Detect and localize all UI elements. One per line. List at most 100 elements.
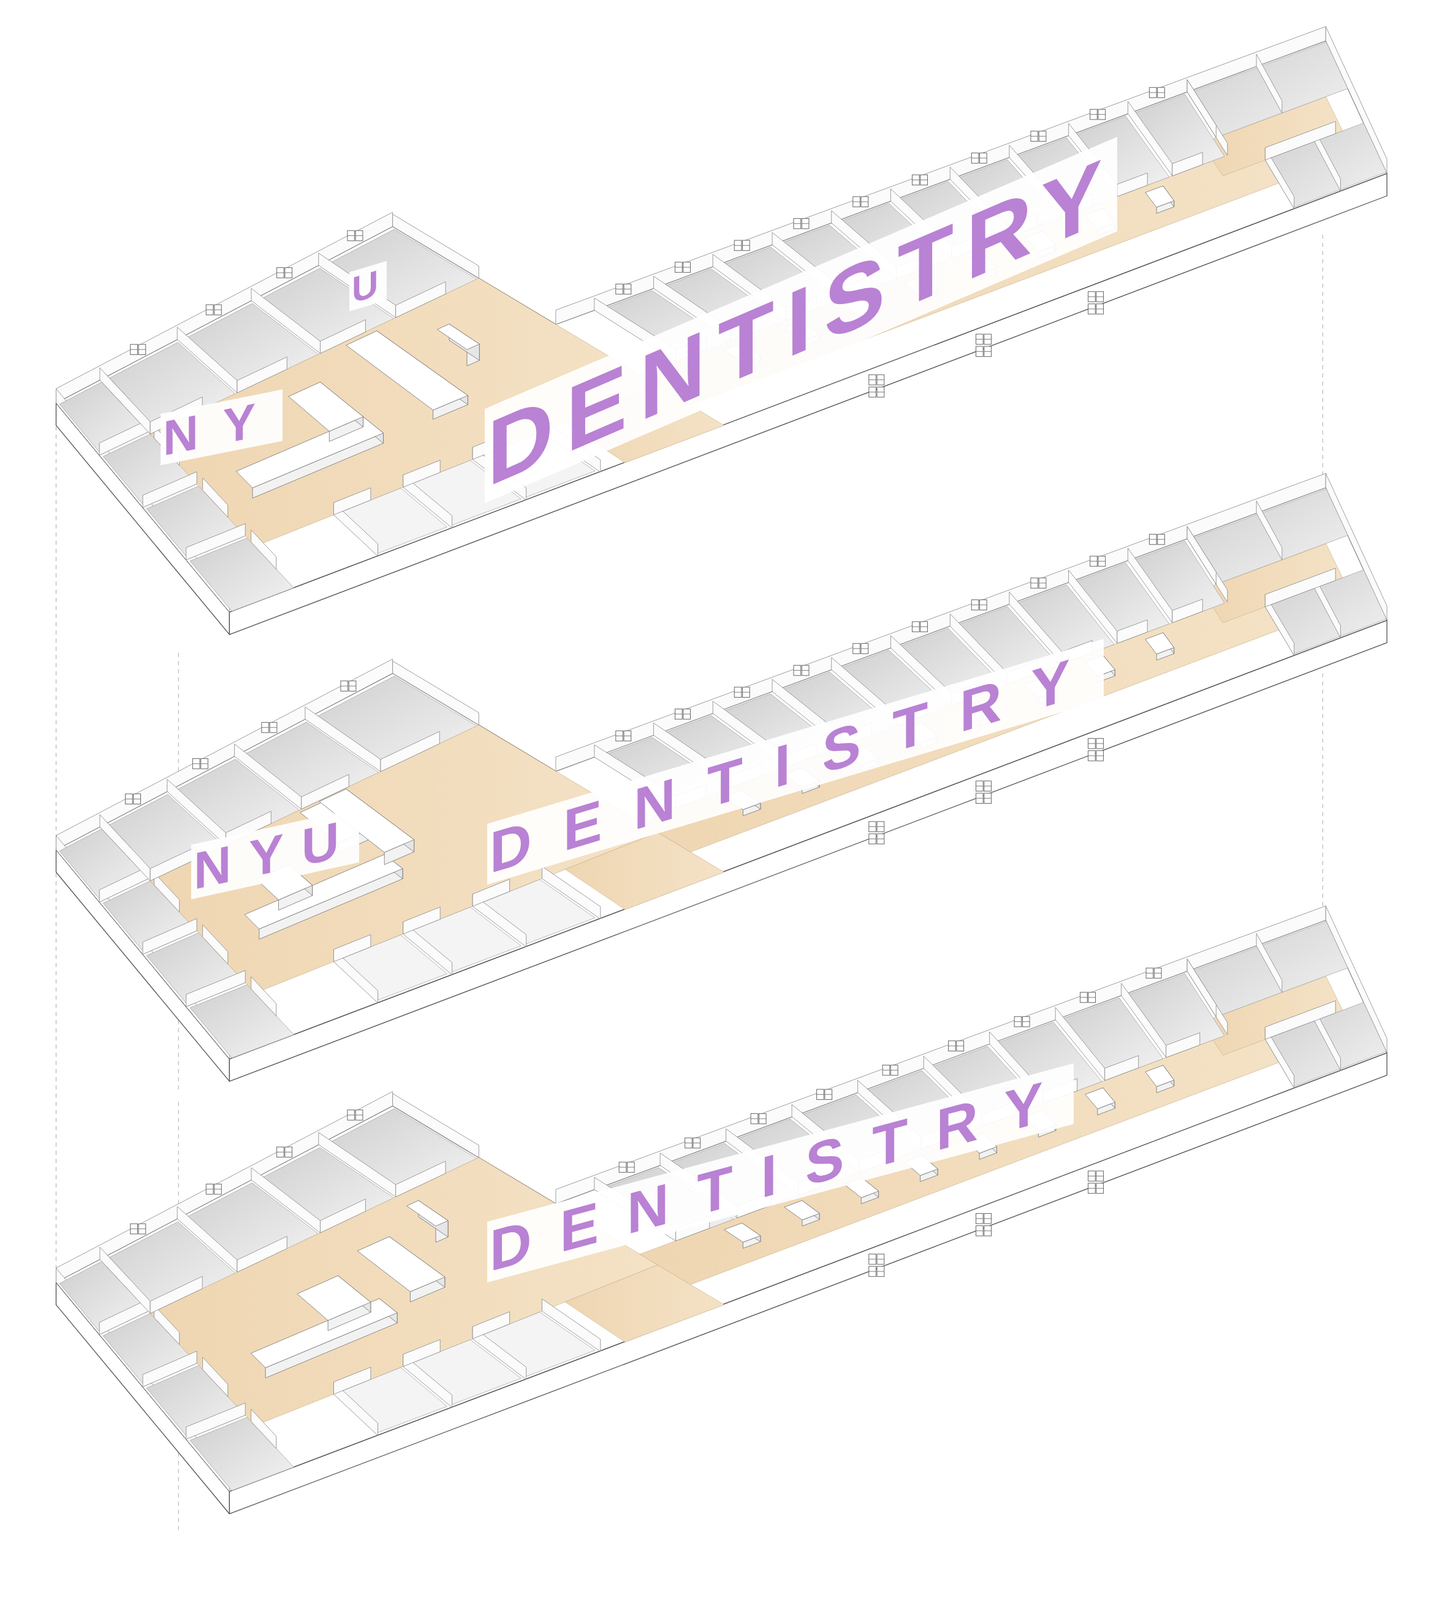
window-pane — [1157, 534, 1165, 545]
window-mullion — [868, 379, 877, 380]
window-pane — [734, 240, 742, 251]
window-pane — [1038, 577, 1047, 589]
wall — [153, 1304, 179, 1344]
wall — [142, 471, 197, 507]
window-mullion — [876, 838, 885, 839]
window-mullion — [623, 735, 632, 737]
window-mullion — [912, 179, 920, 181]
window-pane — [683, 709, 691, 720]
window-pane — [675, 262, 683, 273]
wall — [403, 1339, 441, 1367]
window-mullion — [125, 798, 133, 800]
window-symbol — [277, 1146, 293, 1158]
wall — [1127, 547, 1172, 623]
window-pane — [971, 599, 979, 610]
window-pane — [979, 599, 988, 610]
window-pane — [261, 721, 270, 733]
window-pane — [130, 344, 138, 355]
window-mullion — [861, 201, 869, 203]
window-symbol — [125, 793, 141, 805]
window-pane — [1022, 1016, 1030, 1027]
window-pane — [1088, 303, 1096, 315]
window-symbol — [130, 1223, 146, 1234]
window-symbol — [1030, 577, 1047, 589]
window-pane — [976, 1212, 984, 1224]
window-mullion — [284, 1151, 293, 1153]
wall — [392, 1093, 480, 1158]
window-pane — [125, 793, 133, 805]
window-mullion — [340, 685, 349, 687]
window-symbol — [971, 153, 987, 164]
window-mullion — [801, 223, 809, 224]
window-pane — [868, 386, 877, 398]
window-mullion — [355, 1114, 363, 1115]
window-mullion — [868, 1270, 877, 1272]
window-mullion — [693, 1142, 701, 1143]
window-mullion — [979, 604, 988, 605]
window-mullion — [984, 1229, 992, 1231]
window-pane — [1096, 291, 1104, 303]
window-pane — [868, 374, 877, 385]
wall — [320, 1198, 366, 1233]
window-pane — [284, 267, 293, 279]
wall — [1187, 958, 1228, 1035]
window-pane — [214, 304, 222, 315]
wall — [167, 778, 227, 845]
window-symbol — [793, 664, 809, 676]
wall — [99, 1298, 149, 1335]
window-symbol — [1149, 534, 1165, 545]
window-pane — [355, 1109, 363, 1121]
window-symbol — [1146, 967, 1162, 979]
window-symbol — [976, 333, 992, 345]
wall — [333, 487, 371, 515]
wall — [392, 213, 480, 278]
window-mullion — [355, 235, 363, 236]
wall — [150, 846, 196, 881]
window-mullion — [683, 266, 691, 268]
slab-edge — [229, 1052, 1387, 1514]
wall — [403, 906, 441, 934]
window-pane — [348, 680, 357, 692]
wall — [142, 918, 197, 954]
floor-level — [56, 905, 1388, 1514]
window-pane — [876, 821, 885, 832]
window-pane — [1088, 992, 1096, 1003]
window-symbol — [868, 833, 885, 844]
window-mullion — [979, 157, 988, 159]
window-symbol — [882, 1064, 898, 1075]
wall — [1187, 958, 1216, 1017]
window-symbol — [1014, 1016, 1030, 1027]
wall — [202, 924, 228, 964]
window-mullion — [685, 1142, 693, 1143]
window-pane — [920, 174, 928, 186]
window-mullion — [920, 626, 928, 627]
window-pane — [984, 1225, 992, 1236]
furniture — [1085, 1087, 1116, 1109]
furniture — [1145, 185, 1175, 208]
window-pane — [205, 1183, 214, 1194]
window-pane — [750, 1113, 759, 1124]
window-symbol — [1149, 87, 1165, 99]
window-pane — [876, 1253, 885, 1265]
window-symbol — [971, 599, 987, 610]
window-pane — [340, 680, 349, 692]
window-pane — [816, 1089, 825, 1100]
wall — [186, 1402, 246, 1439]
window-pane — [912, 174, 920, 186]
window-mullion — [626, 1166, 635, 1168]
window-pane — [868, 1266, 877, 1277]
window-pane — [1098, 109, 1106, 120]
window-pane — [984, 780, 992, 792]
window-mullion — [1157, 92, 1165, 94]
window-mullion — [623, 288, 632, 290]
window-mullion — [948, 1045, 957, 1047]
wall — [1172, 598, 1203, 623]
window-symbol — [1088, 1182, 1104, 1194]
window-mullion — [882, 1069, 890, 1071]
window-symbol — [1088, 750, 1104, 762]
wall — [99, 814, 151, 881]
wall — [186, 523, 246, 560]
window-mullion — [675, 266, 683, 268]
window-mullion — [1096, 1187, 1104, 1189]
window-mullion — [1088, 996, 1096, 998]
